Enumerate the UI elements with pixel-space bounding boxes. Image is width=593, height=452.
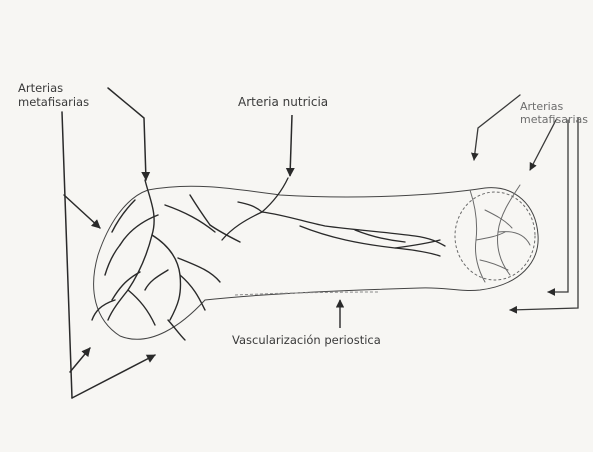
nutricia-pointer <box>290 115 292 176</box>
left-label-line1: Arterias <box>18 81 89 95</box>
nutrient-artery-vessels <box>222 178 445 256</box>
periosteal-vessel-line <box>235 292 380 295</box>
right-label-line1: Arterias <box>520 100 588 113</box>
left-metaphyseal-label: Arterias metafisarias <box>18 81 89 109</box>
left-epiphysis-vessels <box>92 180 240 340</box>
right-metaphyseal-label: Arterias metafisarias <box>520 100 588 126</box>
right-label-line2: metafisarias <box>520 113 588 126</box>
bone-outline <box>94 186 539 339</box>
left-pointer-lines <box>62 88 155 398</box>
nutrient-artery-label: Arteria nutricia <box>238 95 328 109</box>
periosteal-label: Vascularización periostica <box>232 333 381 347</box>
left-label-line2: metafisarias <box>18 95 89 109</box>
